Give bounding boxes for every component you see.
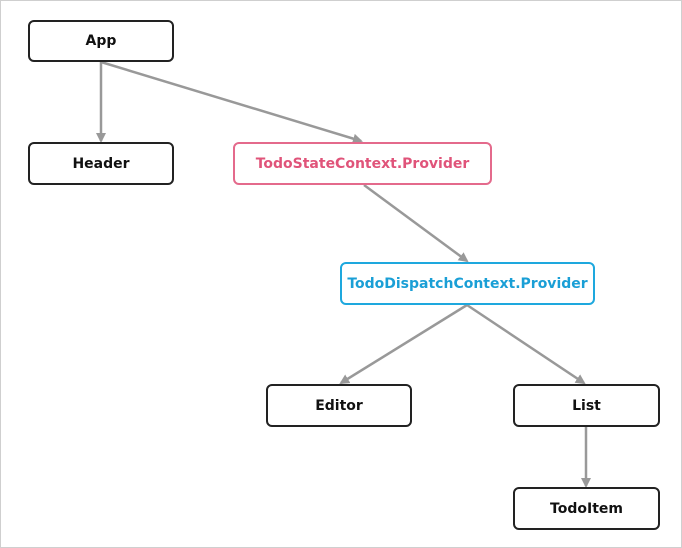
node-header-label: Header [72, 155, 130, 172]
node-todo-dispatch-context-provider-label: TodoDispatchContext.Provider [347, 275, 588, 292]
node-editor: Editor [266, 384, 412, 427]
node-todo-dispatch-context-provider: TodoDispatchContext.Provider [340, 262, 595, 305]
node-todoitem-label: TodoItem [550, 500, 623, 517]
node-app: App [28, 20, 174, 62]
node-todo-state-context-provider: TodoStateContext.Provider [233, 142, 492, 185]
node-todo-state-context-provider-label: TodoStateContext.Provider [255, 155, 470, 172]
edge-dispatch-list [466, 303, 586, 385]
node-todoitem: TodoItem [513, 487, 660, 530]
edge-app-state-provider [100, 60, 363, 144]
node-app-label: App [85, 33, 117, 49]
node-list: List [513, 384, 660, 427]
node-list-label: List [572, 397, 601, 414]
edge-state-dispatch-provider [363, 183, 469, 263]
node-header: Header [28, 142, 174, 185]
node-editor-label: Editor [315, 397, 363, 414]
edge-dispatch-editor [339, 303, 468, 385]
